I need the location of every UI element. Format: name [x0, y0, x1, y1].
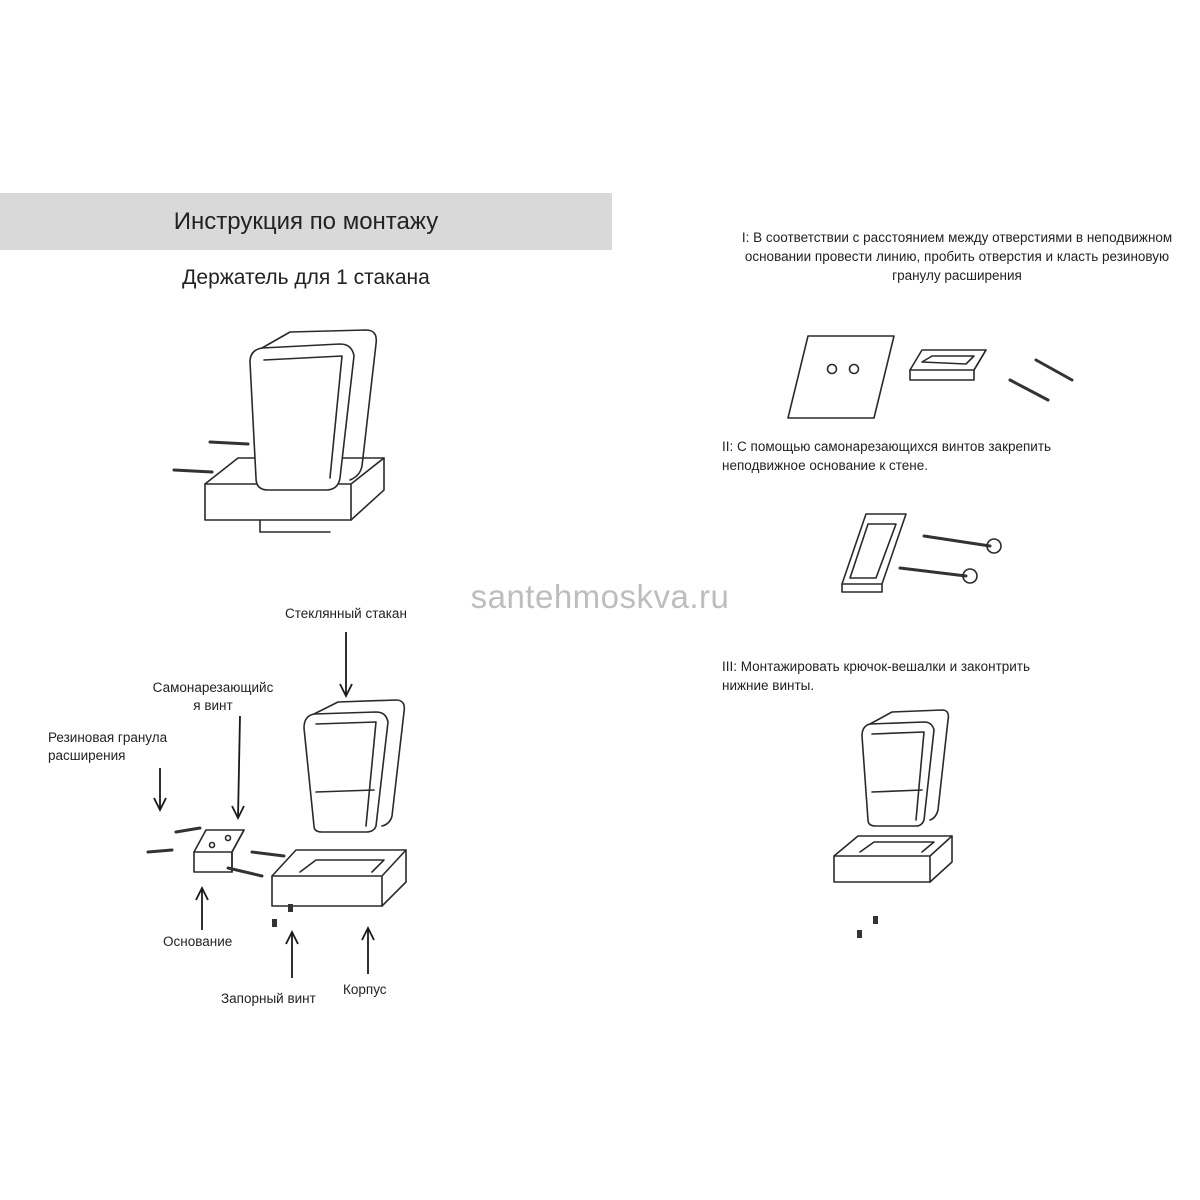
label-rubber-plug: Резиновая гранула расширения [48, 729, 167, 765]
step1-line3: гранулу расширения [892, 268, 1022, 283]
step3-line2: нижние винты. [722, 678, 815, 693]
step1-line1: I: В соответствии с расстоянием между от… [741, 230, 1173, 245]
part-arrows [153, 632, 375, 978]
page-title: Инструкция по монтажу [173, 207, 439, 235]
step2-line1: II: С помощью самонарезающихся винтов за… [722, 439, 1052, 454]
label-self-tapping-screw-line1: Самонарезающийс [152, 680, 274, 695]
step2-illustration [841, 513, 1002, 593]
step1-line2: основании провести линию, пробить отверс… [744, 249, 1170, 264]
label-rubber-plug-line1: Резиновая гранула [48, 730, 168, 745]
step3-illustration [833, 709, 953, 938]
label-rubber-plug-line2: расширения [48, 748, 126, 763]
step3-line1: III: Монтажировать крючок-вешалки и зако… [722, 659, 1031, 674]
label-base: Основание [163, 934, 233, 949]
step2-line2: неподвижное основание к стене. [722, 458, 928, 473]
page-subtitle: Держатель для 1 стакана [182, 266, 430, 289]
step1-text: I: В соответствии с расстоянием между от… [712, 228, 1200, 285]
label-lock-screw: Запорный винт [221, 991, 316, 1006]
label-body: Корпус [343, 982, 387, 997]
step3-text: III: Монтажировать крючок-вешалки и зако… [722, 657, 1192, 695]
title-bar: Инструкция по монтажу [0, 193, 612, 250]
label-glass: Стеклянный стакан [285, 606, 407, 621]
label-self-tapping-screw: Самонарезающийс я винт [146, 679, 280, 715]
step2-text: II: С помощью самонарезающихся винтов за… [722, 437, 1192, 475]
exploded-view-illustration [146, 699, 407, 927]
label-self-tapping-screw-line2: я винт [193, 698, 233, 713]
watermark: santehmoskva.ru [470, 578, 730, 615]
step1-illustration [787, 335, 1074, 419]
assembled-holder-illustration [172, 329, 385, 533]
